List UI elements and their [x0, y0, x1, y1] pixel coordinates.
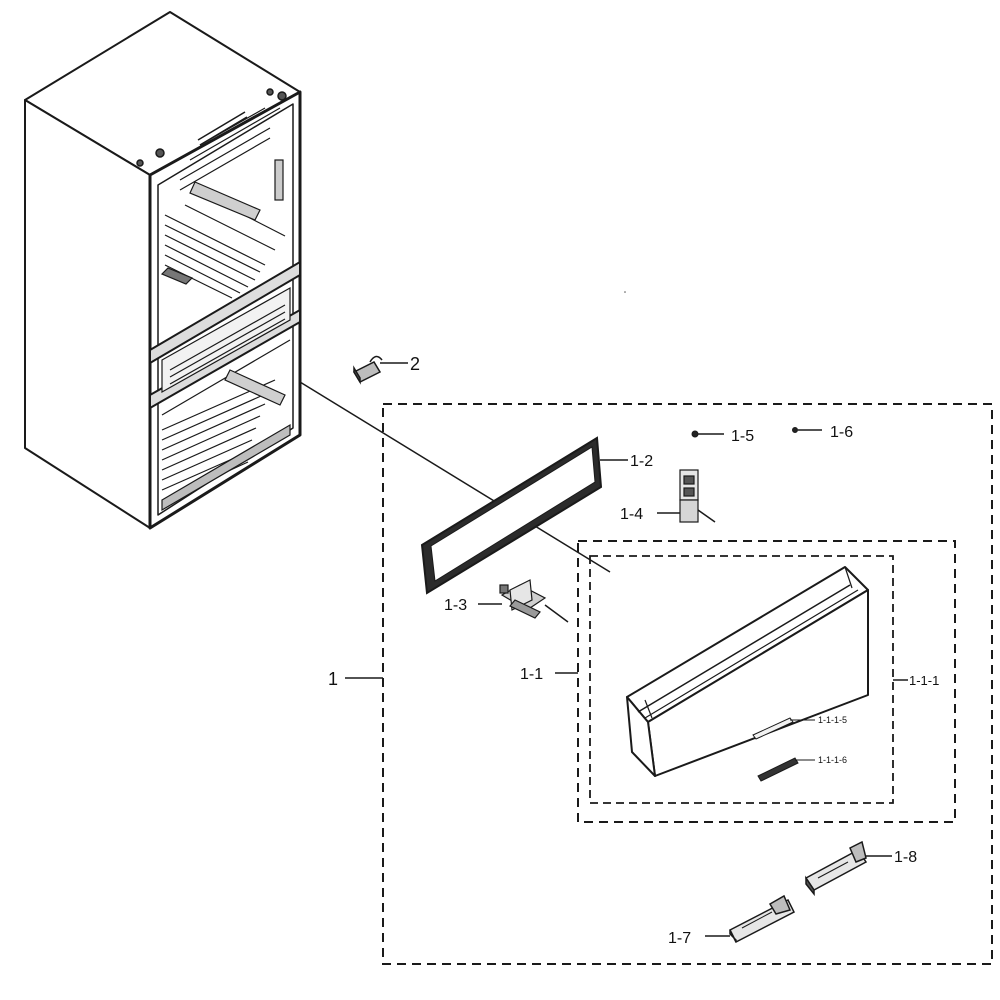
label-clip: 2 [410, 354, 420, 374]
clip-part [352, 355, 383, 385]
door-panel-part [626, 566, 869, 777]
label-hinge-left: 1-3 [444, 597, 467, 614]
door-part-6 [757, 757, 799, 782]
label-gasket: 1-2 [630, 453, 653, 470]
label-hinge-right: 1-4 [620, 506, 643, 523]
door-panel-outline [589, 555, 894, 804]
handle-right-part [804, 840, 868, 897]
hinge-left-part [499, 579, 569, 623]
stray-mark [624, 291, 626, 293]
label-door-sub: 1-1 [520, 666, 543, 683]
screw-b-part [792, 427, 822, 433]
label-screw-b: 1-6 [830, 424, 853, 441]
label-door-part-6: 1-1-1-6 [818, 755, 847, 765]
handle-left-part [728, 894, 796, 944]
upper-compartment [160, 107, 286, 299]
lower-compartment [161, 339, 291, 512]
label-door-part-5: 1-1-1-5 [818, 715, 847, 725]
assembly-outline [382, 403, 993, 965]
middle-drawer [161, 286, 291, 394]
screw-a-part [691, 430, 724, 438]
label-screw-a: 1-5 [731, 428, 754, 445]
label-assembly: 1 [328, 669, 338, 689]
hinge-right-part [679, 469, 716, 523]
label-door-panel: 1-1-1 [909, 673, 939, 688]
label-handle-right: 1-8 [894, 849, 917, 866]
door-sub-outline [577, 540, 956, 823]
gasket-part [420, 436, 603, 595]
label-handle-left: 1-7 [668, 930, 691, 947]
door-part-5 [752, 717, 794, 740]
explosion-line [299, 381, 611, 573]
